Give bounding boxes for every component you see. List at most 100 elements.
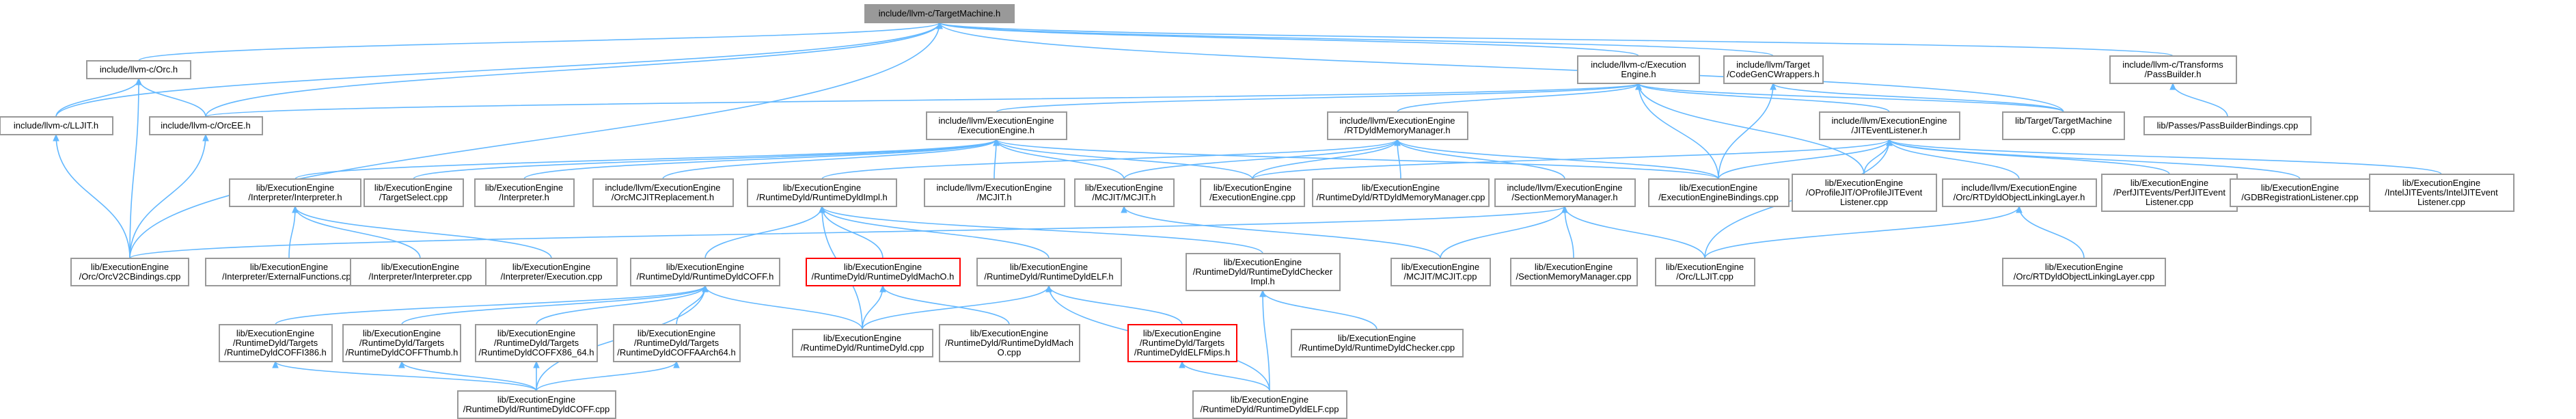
node-box <box>1327 111 1468 140</box>
node-box <box>86 60 191 79</box>
node-label-line: lib/ExecutionEngine <box>1535 262 1613 272</box>
node-rdmacho[interactable]: lib/ExecutionEngine/RuntimeDyld/RuntimeD… <box>806 258 961 286</box>
node-label-line: /OProfileJIT/OProfileJITEvent <box>1806 187 1923 198</box>
node-interpexec[interactable]: lib/ExecutionEngine/Interpreter/Executio… <box>485 258 618 286</box>
node-coffx64[interactable]: lib/ExecutionEngine/RuntimeDyld/Targets/… <box>475 324 598 362</box>
edge-eeh-interp <box>294 138 1000 180</box>
node-label-line: lib/ExecutionEngine <box>512 262 590 272</box>
node-box <box>364 178 464 207</box>
node-perf[interactable]: lib/ExecutionEngine/PerfJITEvents/PerfJI… <box>2101 174 2238 212</box>
node-cofftb[interactable]: lib/ExecutionEngine/RuntimeDyld/Targets/… <box>342 324 461 362</box>
node-rdchkcpp[interactable]: lib/ExecutionEngine/RuntimeDyld/RuntimeD… <box>1291 329 1464 357</box>
node-mcjitcpp1[interactable]: lib/ExecutionEngine/MCJIT/MCJIT.h <box>1074 178 1175 207</box>
node-ee[interactable]: include/llvm-c/ExecutionEngine.h <box>1577 55 1700 84</box>
node-rtdyldol[interactable]: include/llvm/ExecutionEngine/Orc/RTDyldO… <box>1942 178 2097 207</box>
node-pb[interactable]: include/llvm-c/Transforms/PassBuilder.h <box>2109 55 2237 84</box>
node-rdelf[interactable]: lib/ExecutionEngine/RuntimeDyld/RuntimeD… <box>976 258 1122 286</box>
node-mcjith[interactable]: include/llvm/ExecutionEngine/MCJIT.h <box>924 178 1065 207</box>
node-label-line: /Orc/RTDyldObjectLinkingLayer.cpp <box>2014 271 2154 282</box>
node-pbb[interactable]: lib/Passes/PassBuilderBindings.cpp <box>2143 116 2312 135</box>
node-box <box>1192 390 1347 419</box>
edge-pb-pbb <box>2169 82 2228 118</box>
node-label-line: /CodeGenCWrappers.h <box>1727 69 1820 79</box>
node-root[interactable]: include/llvm-c/TargetMachine.h <box>864 4 1015 23</box>
node-interpi[interactable]: lib/ExecutionEngine/Interpreter/Interpre… <box>350 258 491 286</box>
node-label-line: lib/ExecutionEngine <box>1338 333 1416 343</box>
edge-rdelf-rdcpp <box>862 284 1052 330</box>
edge-orc-lljit <box>55 77 142 118</box>
node-label-line: lib/ExecutionEngine <box>844 262 922 272</box>
node-box <box>864 4 1015 23</box>
node-eecpp[interactable]: lib/ExecutionEngine/ExecutionEngine.cpp <box>1200 178 1305 207</box>
node-interp[interactable]: lib/ExecutionEngine/Interpreter/Interpre… <box>229 178 361 207</box>
node-coffa64[interactable]: lib/ExecutionEngine/RuntimeDyld/Targets/… <box>613 324 741 362</box>
node-rdcoff[interactable]: lib/ExecutionEngine/RuntimeDyld/RuntimeD… <box>630 258 780 286</box>
node-rtdmmcpp[interactable]: lib/ExecutionEngine/RuntimeDyld/RTDyldMe… <box>1312 178 1490 207</box>
node-orc[interactable]: include/llvm-c/Orc.h <box>86 60 191 79</box>
node-smm[interactable]: include/llvm/ExecutionEngine/SectionMemo… <box>1494 178 1636 207</box>
node-label-line: /RuntimeDyld/Targets <box>494 338 579 348</box>
edge-coffa64-rdcoffcpp <box>536 360 680 392</box>
node-label-line: O.cpp <box>998 347 1022 357</box>
node-label-line: include/llvm/ExecutionEngine <box>1339 116 1455 126</box>
node-label-line: include/llvm-c/TargetMachine.h <box>879 8 1000 18</box>
node-extfn[interactable]: lib/ExecutionEngine/Interpreter/External… <box>205 258 373 286</box>
edge-eeh-eebind <box>993 138 1719 180</box>
node-coff386[interactable]: lib/ExecutionEngine/RuntimeDyld/Targets/… <box>219 324 333 362</box>
node-tcw[interactable]: include/llvm/Target/CodeGenCWrappers.h <box>1723 55 1824 84</box>
node-label-line: lib/ExecutionEngine <box>970 328 1048 338</box>
node-orcv2[interactable]: lib/ExecutionEngine/Orc/OrcV2CBindings.c… <box>70 258 189 286</box>
node-label-line: lib/ExecutionEngine <box>783 183 861 193</box>
edge-interp-interpexec <box>292 205 552 259</box>
node-eebind[interactable]: lib/ExecutionEngine/ExecutionEngineBindi… <box>1648 178 1790 207</box>
edge-rdcoff-coffx64 <box>536 284 709 325</box>
node-label-line: lib/ExecutionEngine <box>1666 262 1744 272</box>
node-rtdyldolcpp[interactable]: lib/ExecutionEngine/Orc/RTDyldObjectLink… <box>2002 258 2166 286</box>
node-label-line: /RuntimeDyld/RuntimeDyldImpl.h <box>756 192 887 202</box>
node-box <box>1648 178 1790 207</box>
node-rdchk[interactable]: lib/ExecutionEngine/RuntimeDyld/RuntimeD… <box>1186 253 1341 291</box>
node-rdmachocpp[interactable]: lib/ExecutionEngine/RuntimeDyld/RuntimeD… <box>939 324 1080 362</box>
node-mcjitcpp[interactable]: lib/ExecutionEngine/MCJIT/MCJIT.cpp <box>1390 258 1491 286</box>
node-rtdmm[interactable]: include/llvm/ExecutionEngine/RTDyldMemor… <box>1327 111 1468 140</box>
node-rdcpp[interactable]: lib/ExecutionEngine/RuntimeDyld/RuntimeD… <box>792 329 933 357</box>
node-label-line: lib/ExecutionEngine <box>1085 183 1163 193</box>
node-label-line: /RuntimeDyldCOFFX86_64.h <box>478 347 594 357</box>
node-rdcoffcpp[interactable]: lib/ExecutionEngine/RuntimeDyld/RuntimeD… <box>457 390 616 419</box>
node-jitel[interactable]: include/llvm/ExecutionEngine/JITEventLis… <box>1819 111 1960 140</box>
edge-rdimpl-rdchk <box>819 205 1263 254</box>
node-label-line: lib/ExecutionEngine <box>497 394 575 405</box>
node-oprof[interactable]: lib/ExecutionEngine/OProfileJIT/OProfile… <box>1792 174 1937 212</box>
node-tsel[interactable]: lib/ExecutionEngine/TargetSelect.cpp <box>364 178 464 207</box>
node-rdelfcpp[interactable]: lib/ExecutionEngine/RuntimeDyld/RuntimeD… <box>1192 390 1347 419</box>
node-rdimpl[interactable]: lib/ExecutionEngine/RuntimeDyld/RuntimeD… <box>747 178 897 207</box>
node-lljit[interactable]: include/llvm-c/LLJIT.h <box>0 116 113 135</box>
node-box <box>924 178 1065 207</box>
node-box <box>1577 55 1700 84</box>
node-interpcpp[interactable]: lib/ExecutionEngine/Interpreter.h <box>474 178 575 207</box>
edge-ee-oprof <box>1635 82 1865 175</box>
node-eeh[interactable]: include/llvm/ExecutionEngine/ExecutionEn… <box>926 111 1067 140</box>
node-gdb[interactable]: lib/ExecutionEngine/GDBRegistrationListe… <box>2230 178 2371 207</box>
node-intel[interactable]: lib/ExecutionEngine/IntelJITEvents/Intel… <box>2369 174 2515 212</box>
edge-smm-smmcpp <box>1561 205 1574 259</box>
node-orclljit[interactable]: lib/ExecutionEngine/Orc/LLJIT.cpp <box>1655 258 1755 286</box>
edge-elfmips-rdelfcpp <box>1179 360 1270 392</box>
edge-interp-interpi <box>292 205 421 259</box>
node-orcmcjit[interactable]: include/llvm/ExecutionEngine/OrcMCJITRep… <box>592 178 734 207</box>
node-elfmips[interactable]: lib/ExecutionEngine/RuntimeDyld/Targets/… <box>1127 324 1237 362</box>
edge-rdcoff-coff386 <box>275 284 709 325</box>
edge-rdelf-elfmips <box>1045 284 1183 325</box>
node-label-line: /ExecutionEngine.cpp <box>1209 192 1296 202</box>
node-label-line: /Orc/OrcV2CBindings.cpp <box>79 271 181 282</box>
node-orcee[interactable]: include/llvm-c/OrcEE.h <box>149 116 263 135</box>
node-label-line: lib/ExecutionEngine <box>485 183 563 193</box>
edge-smm-mcjitcpp <box>1440 205 1568 259</box>
node-label-line: /PerfJITEvents/PerfJITEvent <box>2113 187 2225 198</box>
node-label-line: include/llvm-c/Execution <box>1591 59 1686 70</box>
node-smmcpp[interactable]: lib/ExecutionEngine/SectionMemoryManager… <box>1510 258 1638 286</box>
node-label-line: /IntelJITEvents/IntelJITEvent <box>2385 187 2498 198</box>
node-box <box>806 258 961 286</box>
node-label-line: /SectionMemoryManager.cpp <box>1516 271 1631 282</box>
